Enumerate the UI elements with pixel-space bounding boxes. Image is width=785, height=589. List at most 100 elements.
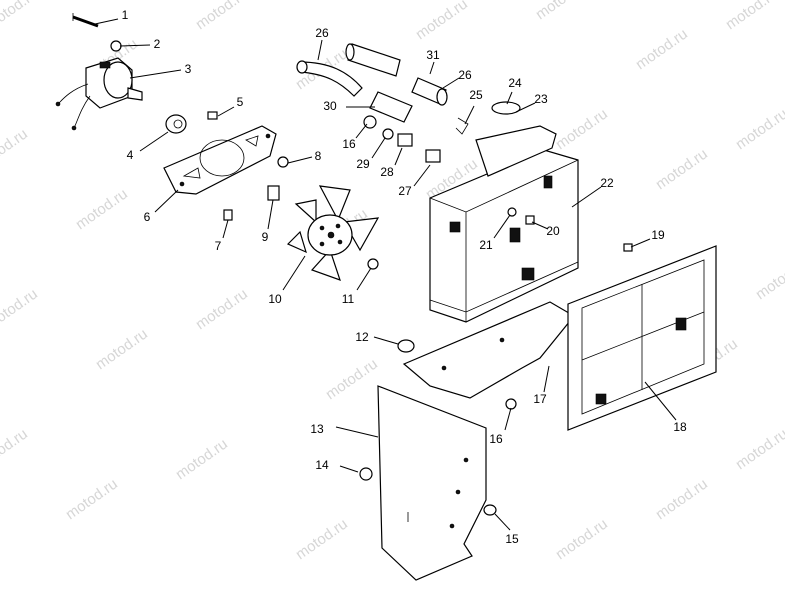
leader-line: [355, 123, 368, 139]
watermark-text: motod.ru: [0, 425, 31, 473]
watermark-text: motod.ru: [413, 0, 471, 43]
leader-line: [413, 164, 431, 187]
part-fan-10: [286, 185, 380, 281]
part-fitting-27: [425, 149, 441, 163]
part-clamp-25: [455, 117, 469, 135]
leader-line: [429, 61, 435, 75]
watermark-text: motod.ru: [733, 105, 785, 153]
part-washer-29: [382, 128, 394, 140]
callout-number: 30: [323, 99, 337, 113]
leader-line: [267, 199, 274, 230]
watermark-text: motod.ru: [733, 425, 785, 473]
part-nut-21: [507, 207, 517, 217]
callout-number: 28: [380, 165, 394, 179]
leader-line: [94, 18, 119, 25]
leader-line: [506, 91, 513, 105]
leader-line: [129, 69, 182, 79]
callout-number: 5: [237, 95, 244, 109]
callout-number: 15: [505, 532, 519, 546]
callout-number: 11: [342, 292, 355, 306]
callout-number: 12: [355, 330, 369, 344]
watermark-text: motod.ru: [553, 515, 611, 563]
callout-number: 10: [268, 292, 282, 306]
leader-line: [571, 186, 602, 208]
part-panel-13: [377, 385, 487, 581]
part-nut-11: [367, 258, 379, 270]
part-radiator-22: [429, 125, 579, 323]
callout-number: 27: [398, 184, 412, 198]
part-nut-2: [110, 40, 122, 52]
leader-line: [287, 156, 313, 164]
part-motor-3: [55, 57, 143, 131]
part-neck-31: [411, 77, 448, 106]
leader-line: [464, 105, 475, 125]
callout-number: 21: [479, 238, 493, 252]
part-screw-5: [207, 111, 218, 120]
leader-line: [154, 189, 179, 213]
part-tube-30: [369, 91, 413, 123]
watermark-text: motod.ru: [0, 0, 41, 33]
callout-number: 20: [546, 224, 560, 238]
callout-number: 26: [315, 26, 329, 40]
callout-number: 14: [315, 458, 329, 472]
part-plug-15: [483, 504, 497, 516]
callout-number: 29: [356, 157, 370, 171]
leader-line: [493, 214, 511, 239]
callout-number: 4: [127, 148, 134, 162]
callout-number: 1: [122, 8, 129, 22]
callout-number: 19: [651, 228, 665, 242]
watermark-text: motod.ru: [193, 0, 251, 33]
part-spacer-9: [267, 185, 280, 201]
leader-line: [515, 102, 536, 113]
watermark-text: motod.ru: [553, 105, 611, 153]
leader-line: [543, 365, 550, 393]
part-hub-4: [165, 114, 187, 134]
callout-number: 16: [342, 137, 356, 151]
callout-number: 18: [673, 420, 687, 434]
leader-line: [356, 267, 372, 291]
part-nut-14: [359, 467, 373, 481]
callout-number: 22: [600, 176, 614, 190]
leader-line: [222, 219, 229, 239]
callout-number: 26: [458, 68, 472, 82]
watermark-text: motod.ru: [293, 515, 351, 563]
part-nut-16-lower: [505, 398, 517, 410]
callout-number: 8: [315, 149, 322, 163]
leader-line: [335, 426, 379, 438]
leader-line: [630, 238, 651, 248]
callout-number: 3: [185, 62, 192, 76]
watermark-text: motod.ru: [533, 0, 591, 23]
leader-line: [139, 131, 169, 152]
callout-number: 31: [426, 48, 440, 62]
part-bolt-7: [223, 209, 233, 221]
callout-number: 25: [469, 88, 483, 102]
part-hose-upper: [345, 43, 401, 77]
part-bolt-1: [72, 13, 99, 28]
watermark-text: motod.ru: [653, 475, 711, 523]
part-screen-18: [567, 245, 717, 431]
watermark-text: motod.ru: [93, 325, 151, 373]
part-bolt-20: [525, 215, 535, 225]
part-nut-16-upper: [363, 115, 377, 129]
leader-line: [339, 465, 359, 473]
leader-line: [644, 381, 677, 421]
leader-line: [494, 513, 511, 531]
leader-line: [282, 255, 306, 291]
part-hose-26: [296, 60, 363, 97]
leader-line: [317, 39, 323, 61]
watermark-text: motod.ru: [63, 475, 121, 523]
watermark-text: motod.ru: [173, 435, 231, 483]
watermark-text: motod.ru: [323, 355, 381, 403]
callout-number: 16: [489, 432, 503, 446]
callout-number: 7: [215, 239, 222, 253]
watermark-text: motod.ru: [633, 25, 691, 73]
watermark-text: motod.ru: [73, 185, 131, 233]
part-fitting-28: [397, 133, 413, 147]
callout-number: 9: [262, 230, 269, 244]
leader-line: [371, 137, 386, 159]
callout-number: 13: [310, 422, 324, 436]
watermark-text: motod.ru: [653, 145, 711, 193]
part-plate-6: [163, 125, 277, 195]
